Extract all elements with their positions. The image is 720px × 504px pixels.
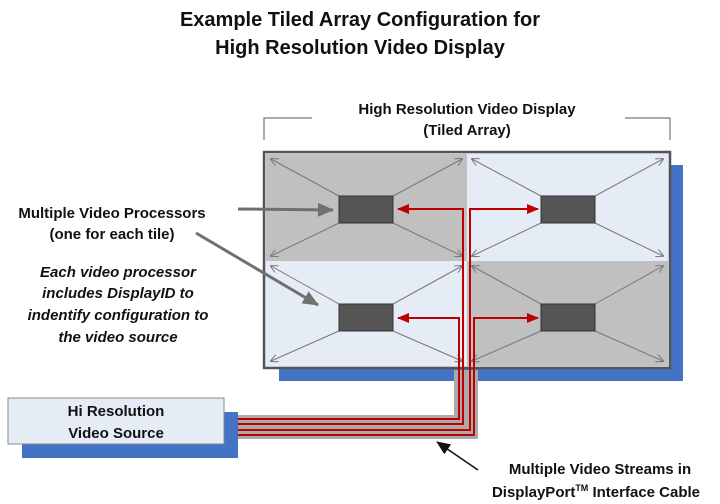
displayid-note-line-1: Each video processor [40, 264, 197, 281]
processors-label-line-1: Multiple Video Processors [18, 205, 205, 222]
expansion-arrow [392, 266, 462, 305]
expansion-arrow [271, 266, 340, 305]
expansion-arrow [271, 330, 340, 361]
cable-pointer-arrow [436, 441, 479, 471]
expansion-arrow [271, 222, 340, 256]
display-label-line-2: (Tiled Array) [423, 122, 511, 139]
video-source-box: Hi Resolution Video Source [7, 397, 225, 445]
expansion-arrow [472, 159, 542, 197]
video-processor-bottom-left [338, 303, 394, 332]
cable-label-line-1: Multiple Video Streams in [509, 461, 691, 478]
video-processor-top-right [540, 195, 596, 224]
expansion-arrow [392, 222, 462, 256]
expansion-arrow [271, 159, 340, 197]
video-processor-bottom-right [540, 303, 596, 332]
expansion-arrow [594, 330, 663, 361]
displayid-note-line-2: includes DisplayID to [42, 285, 194, 302]
expansion-arrow [594, 159, 663, 197]
tiled-display [262, 150, 672, 370]
display-bracket [263, 117, 671, 140]
trademark-mark: TM [575, 483, 588, 493]
source-label-line-2: Video Source [68, 425, 164, 442]
processors-label-line-2: (one for each tile) [49, 226, 174, 243]
title-line-1: Example Tiled Array Configuration for [180, 9, 540, 31]
expansion-arrow [392, 159, 462, 197]
display-label-line-1: High Resolution Video Display [358, 101, 576, 118]
video-processor-top-left [338, 195, 394, 224]
expansion-arrow [472, 222, 542, 256]
expansion-arrow [594, 266, 663, 305]
cable-label-rest: Interface Cable [588, 484, 700, 501]
title-line-2: High Resolution Video Display [215, 37, 506, 59]
expansion-arrow [472, 266, 542, 305]
expansion-arrow [594, 222, 663, 256]
source-label-line-1: Hi Resolution [68, 403, 165, 420]
displayid-pointer-arrow [195, 231, 319, 307]
cable-label-line-2: DisplayPortTM Interface Cable [492, 483, 700, 501]
processor-pointer-arrow [237, 202, 334, 217]
cable-label-brand: DisplayPort [492, 484, 575, 501]
displayport-cable [224, 204, 539, 439]
displayid-note-line-4: the video source [58, 329, 177, 346]
displayid-note-line-3: indentify configuration to [28, 307, 209, 324]
expansion-arrow [472, 330, 542, 361]
expansion-arrow [392, 330, 462, 361]
